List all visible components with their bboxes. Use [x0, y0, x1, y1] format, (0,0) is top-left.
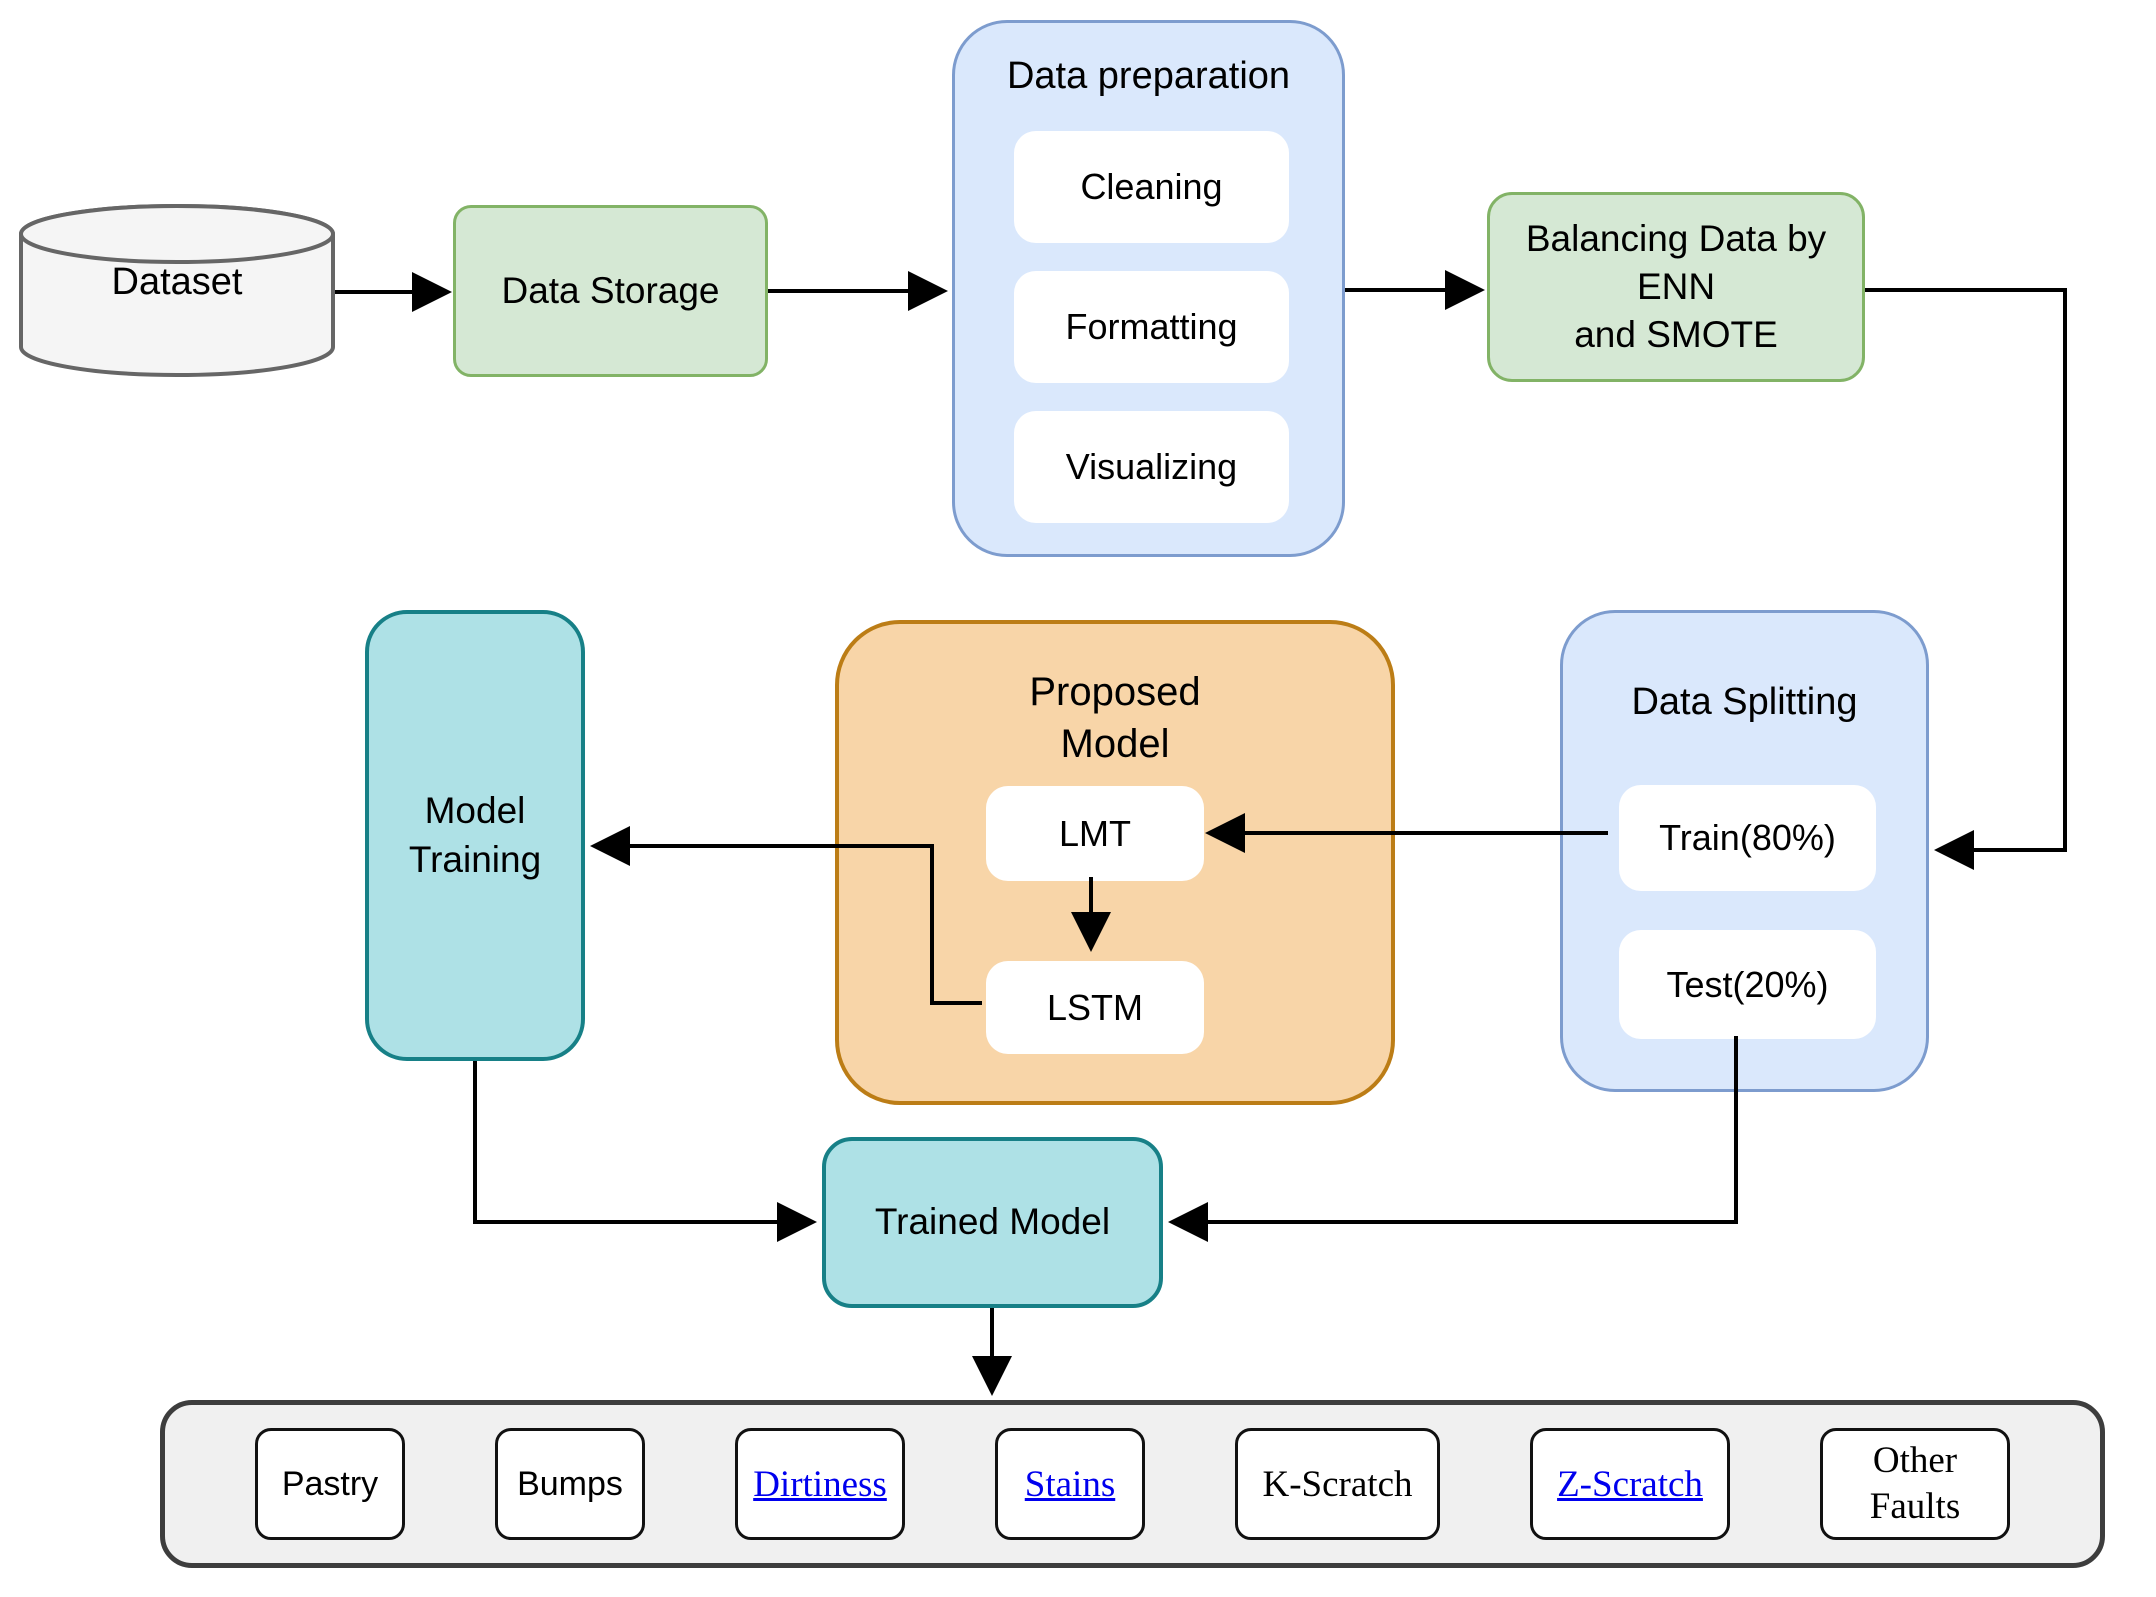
fault-classes-container: Pastry Bumps Dirtiness Stains K-Scratch … [160, 1400, 2105, 1568]
fault-stains-link[interactable]: Stains [995, 1428, 1145, 1540]
balancing-line2: and SMOTE [1574, 314, 1778, 356]
balancing-data-box: Balancing Data by ENN and SMOTE [1487, 192, 1865, 382]
proposed-model-title-line2: Model [1060, 722, 1170, 766]
model-training-label: Model Training [409, 787, 541, 883]
trained-model-label: Trained Model [874, 1201, 1111, 1243]
balancing-line1: Balancing Data by ENN [1525, 217, 1827, 307]
formatting-label: Formatting [1065, 306, 1238, 347]
train-box: Train(80%) [1619, 785, 1876, 891]
cleaning-label: Cleaning [1080, 166, 1223, 207]
data-storage-box: Data Storage [453, 205, 768, 377]
proposed-model-title-line1: Proposed [1029, 670, 1201, 714]
cylinder-shape [19, 204, 335, 377]
visualizing-step-box: Visualizing [1014, 411, 1289, 523]
balancing-label: Balancing Data by ENN and SMOTE [1490, 215, 1862, 359]
data-preparation-title: Data preparation [1006, 55, 1291, 97]
model-training-line1: Model [424, 790, 526, 832]
data-preparation-container: Data preparation Cleaning Formatting Vis… [952, 20, 1345, 557]
dataset-label: Dataset [111, 261, 243, 303]
data-storage-label: Data Storage [501, 269, 720, 311]
formatting-step-box: Formatting [1014, 271, 1289, 383]
fault-dirtiness-link[interactable]: Dirtiness [735, 1428, 905, 1540]
test-label: Test(20%) [1666, 963, 1829, 1005]
proposed-model-container: Proposed Model LMT LSTM [835, 620, 1395, 1105]
data-splitting-container: Data Splitting Train(80%) Test(20%) [1560, 610, 1929, 1092]
dataset-cylinder: Dataset [18, 203, 336, 378]
train-label: Train(80%) [1659, 817, 1836, 858]
fault-other-faults: Other Faults [1820, 1428, 2010, 1540]
model-training-box: Model Training [365, 610, 585, 1061]
data-splitting-title: Data Splitting [1631, 681, 1858, 723]
model-training-line2: Training [408, 838, 542, 880]
lstm-label: LSTM [1046, 986, 1143, 1028]
fault-bumps: Bumps [495, 1428, 645, 1540]
proposed-model-title: Proposed Model [839, 666, 1391, 770]
lstm-box: LSTM [986, 961, 1204, 1054]
trained-model-box: Trained Model [822, 1137, 1163, 1308]
arrow-training-to-trained-model [473, 1061, 817, 1242]
test-box: Test(20%) [1619, 930, 1876, 1039]
cleaning-step-box: Cleaning [1014, 131, 1289, 243]
fault-pastry: Pastry [255, 1428, 405, 1540]
lmt-box: LMT [986, 786, 1204, 881]
visualizing-label: Visualizing [1065, 446, 1238, 487]
fault-k-scratch: K-Scratch [1235, 1428, 1440, 1540]
lmt-label: LMT [1059, 812, 1131, 854]
fault-z-scratch-link[interactable]: Z-Scratch [1530, 1428, 1730, 1540]
